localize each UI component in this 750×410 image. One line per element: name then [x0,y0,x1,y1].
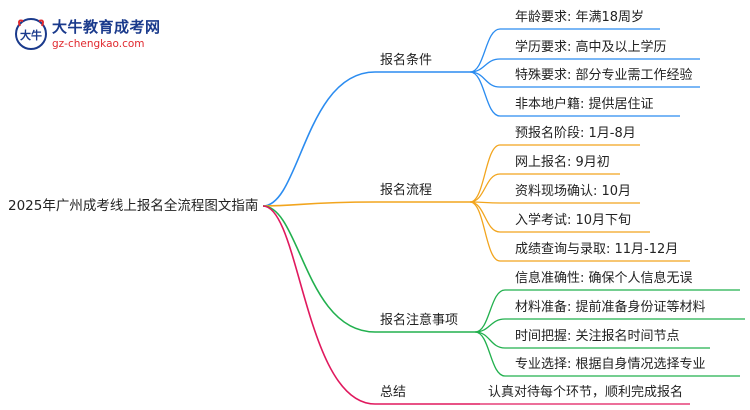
leaf-online-registration: 网上报名: 9月初 [515,155,610,170]
connector-conditions-leaf-3 [469,71,680,117]
root-topic: 2025年广州成考线上报名全流程图文指南 [8,198,259,214]
connector-process-leaf-4 [469,201,690,262]
leaf-education: 学历要求: 高中及以上学历 [515,40,667,55]
leaf-timing: 时间把握: 关注报名时间节点 [515,329,680,344]
connector-notes-leaf-0 [474,289,740,333]
bull-logo-icon: 大牛 [15,18,47,50]
connector-notes-leaf-3 [474,331,740,377]
leaf-pre-registration: 预报名阶段: 1月-8月 [515,126,636,141]
site-logo[interactable]: 大牛 大牛教育成考网 gz-chengkao.com [14,14,164,60]
logo-url: gz-chengkao.com [52,38,145,50]
leaf-info-accuracy: 信息准确性: 确保个人信息无误 [515,271,693,286]
leaf-onsite-confirmation: 资料现场确认: 10月 [515,184,632,199]
branch-label-process: 报名流程 [380,183,433,198]
leaf-age: 年龄要求: 年满18周岁 [515,10,645,25]
connector-notes-leaf-1 [474,318,745,333]
leaf-entrance-exam: 入学考试: 10月下旬 [515,213,632,228]
leaf-special: 特殊要求: 部分专业需工作经验 [515,68,693,83]
logo-glyph: 大牛 [20,28,42,42]
connector-conditions-leaf-2 [469,71,700,88]
connector-root-summary [262,205,376,405]
connector-process-leaf-0 [469,144,640,203]
leaf-summary: 认真对待每个环节，顺利完成报名 [488,385,684,400]
leaf-results-admission: 成绩查询与录取: 11月-12月 [515,242,679,257]
connector-root-notes [262,205,376,333]
connector-root-process [262,201,376,207]
leaf-residence: 非本地户籍: 提供居住证 [515,97,654,112]
connector-process-leaf-1 [469,173,620,203]
connector-conditions-leaf-1 [469,58,700,73]
branch-label-notes: 报名注意事项 [380,313,459,328]
connector-conditions-leaf-0 [469,28,660,73]
connector-root-conditions [262,71,376,207]
branch-label-conditions: 报名条件 [380,53,433,68]
leaf-materials: 材料准备: 提前准备身份证等材料 [515,300,706,315]
leaf-major-choice: 专业选择: 根据自身情况选择专业 [515,357,706,372]
connector-process-leaf-2 [469,201,640,204]
logo-title: 大牛教育成考网 [52,18,161,36]
branch-label-summary: 总结 [380,385,407,400]
